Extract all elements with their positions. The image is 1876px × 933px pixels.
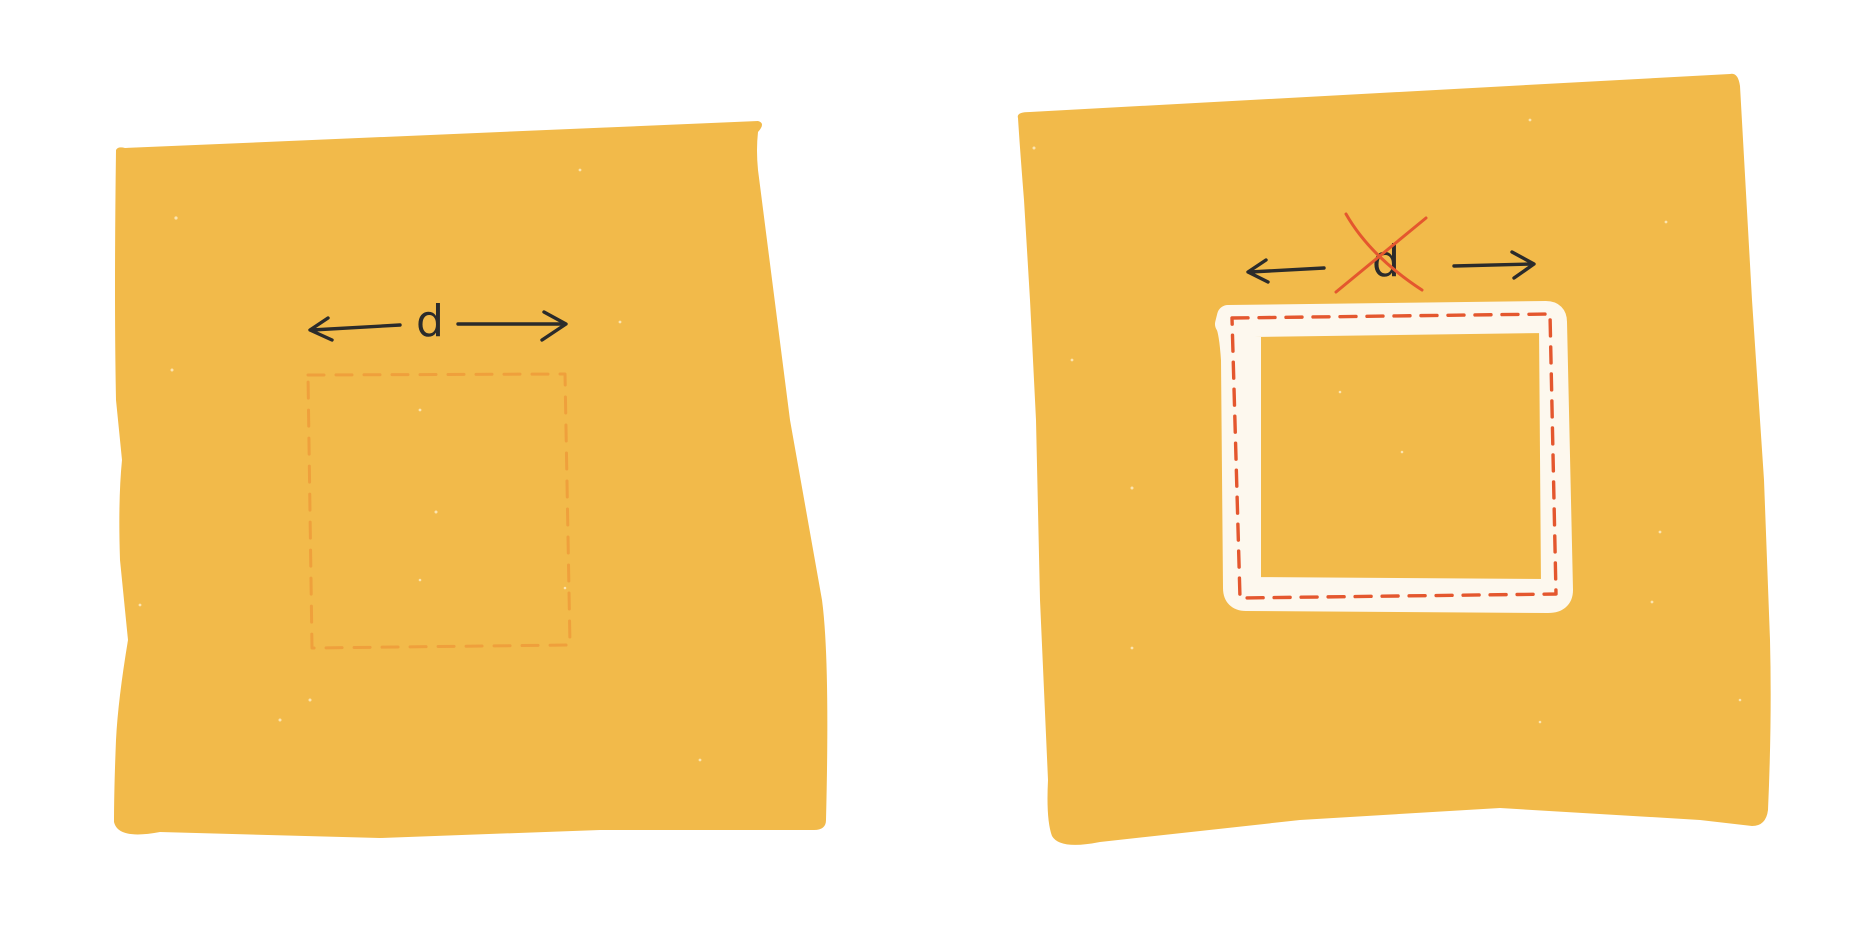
right-texture — [1032, 118, 1742, 724]
right-dimension: d — [1246, 212, 1536, 294]
right-white-frame-border — [1215, 301, 1573, 613]
right-arrowhead-left-icon — [1246, 258, 1270, 284]
left-arrow-left — [310, 323, 402, 332]
left-dimension-label: d — [416, 296, 444, 347]
left-sheet — [114, 121, 828, 838]
left-texture — [138, 168, 702, 762]
right-sheet — [1017, 73, 1771, 845]
right-arrowhead-right-icon — [1510, 250, 1536, 280]
left-panel: d — [114, 121, 828, 838]
left-arrowhead-right-icon — [540, 310, 568, 342]
right-cut-line — [1230, 312, 1558, 600]
left-dimension: d — [308, 296, 568, 347]
left-arrowhead-left-icon — [308, 316, 334, 342]
right-arrow-left — [1248, 266, 1326, 274]
right-panel: d — [1017, 73, 1771, 845]
cross-out-icon — [1334, 212, 1428, 294]
left-dashed-square — [306, 372, 572, 650]
right-arrow-right — [1452, 262, 1534, 268]
